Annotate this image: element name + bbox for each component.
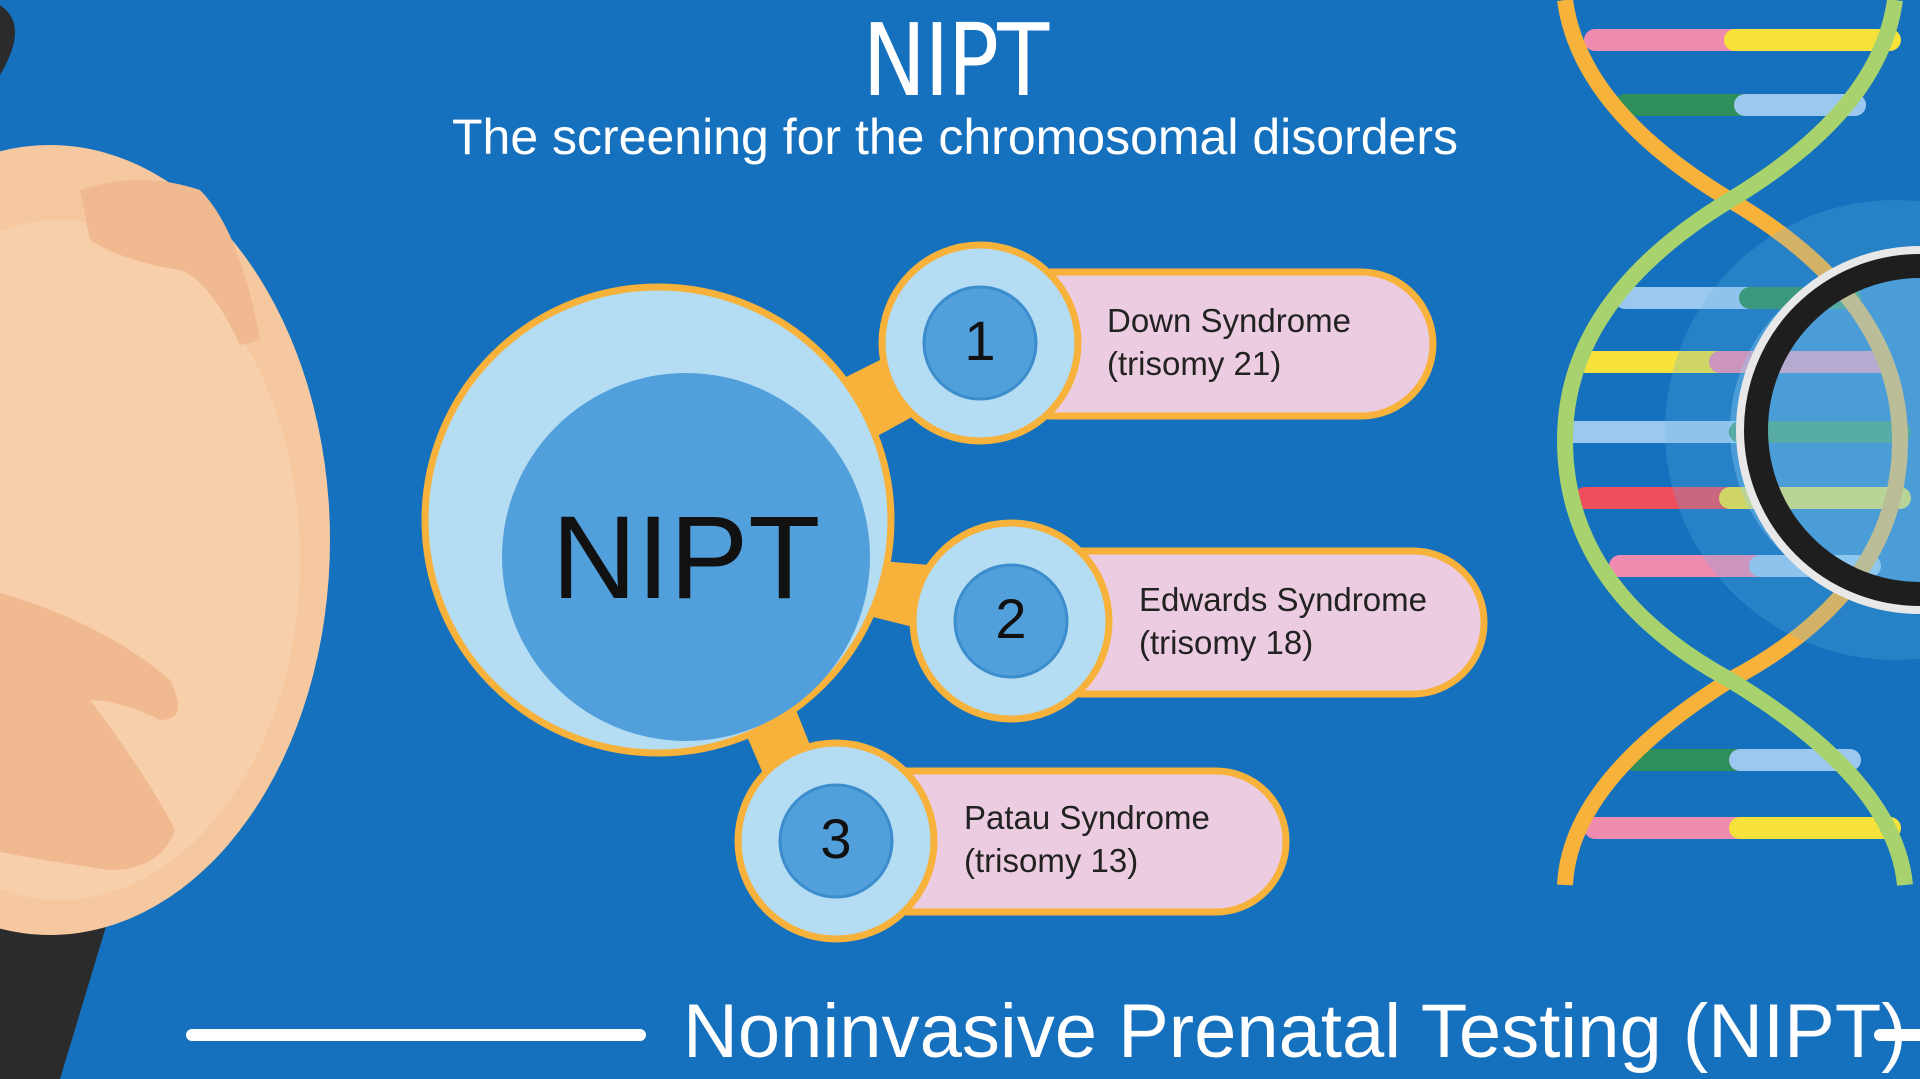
item-1-detail: (trisomy 21) bbox=[1107, 345, 1282, 382]
item-number-1: 1 bbox=[964, 309, 996, 372]
page-title: NIPT bbox=[862, 2, 1049, 119]
item-3-name: Patau Syndrome bbox=[964, 799, 1210, 836]
item-2-detail: (trisomy 18) bbox=[1139, 624, 1314, 661]
item-number-2: 2 bbox=[995, 587, 1027, 650]
pregnant-belly-illustration bbox=[0, 5, 330, 1079]
item-number-3: 3 bbox=[820, 807, 852, 870]
item-1-name: Down Syndrome bbox=[1107, 302, 1351, 339]
dna-helix-illustration bbox=[1556, 0, 1913, 886]
center-label: NIPT bbox=[551, 492, 821, 624]
top-hand bbox=[80, 180, 260, 345]
footer-title: Noninvasive Prenatal Testing (NIPT) bbox=[683, 989, 1907, 1074]
item-2-name: Edwards Syndrome bbox=[1139, 581, 1427, 618]
magnifier-icon bbox=[1665, 200, 1920, 660]
bottom-hand bbox=[0, 592, 178, 870]
center-circle bbox=[421, 283, 895, 757]
subtitle: The screening for the chromosomal disord… bbox=[451, 109, 1458, 165]
item-2-label: Edwards Syndrome (trisomy 18) bbox=[1139, 578, 1427, 664]
item-3-label: Patau Syndrome (trisomy 13) bbox=[964, 796, 1210, 882]
item-pills bbox=[734, 241, 1488, 943]
item-1-label: Down Syndrome (trisomy 21) bbox=[1107, 299, 1351, 385]
item-3-detail: (trisomy 13) bbox=[964, 842, 1139, 879]
